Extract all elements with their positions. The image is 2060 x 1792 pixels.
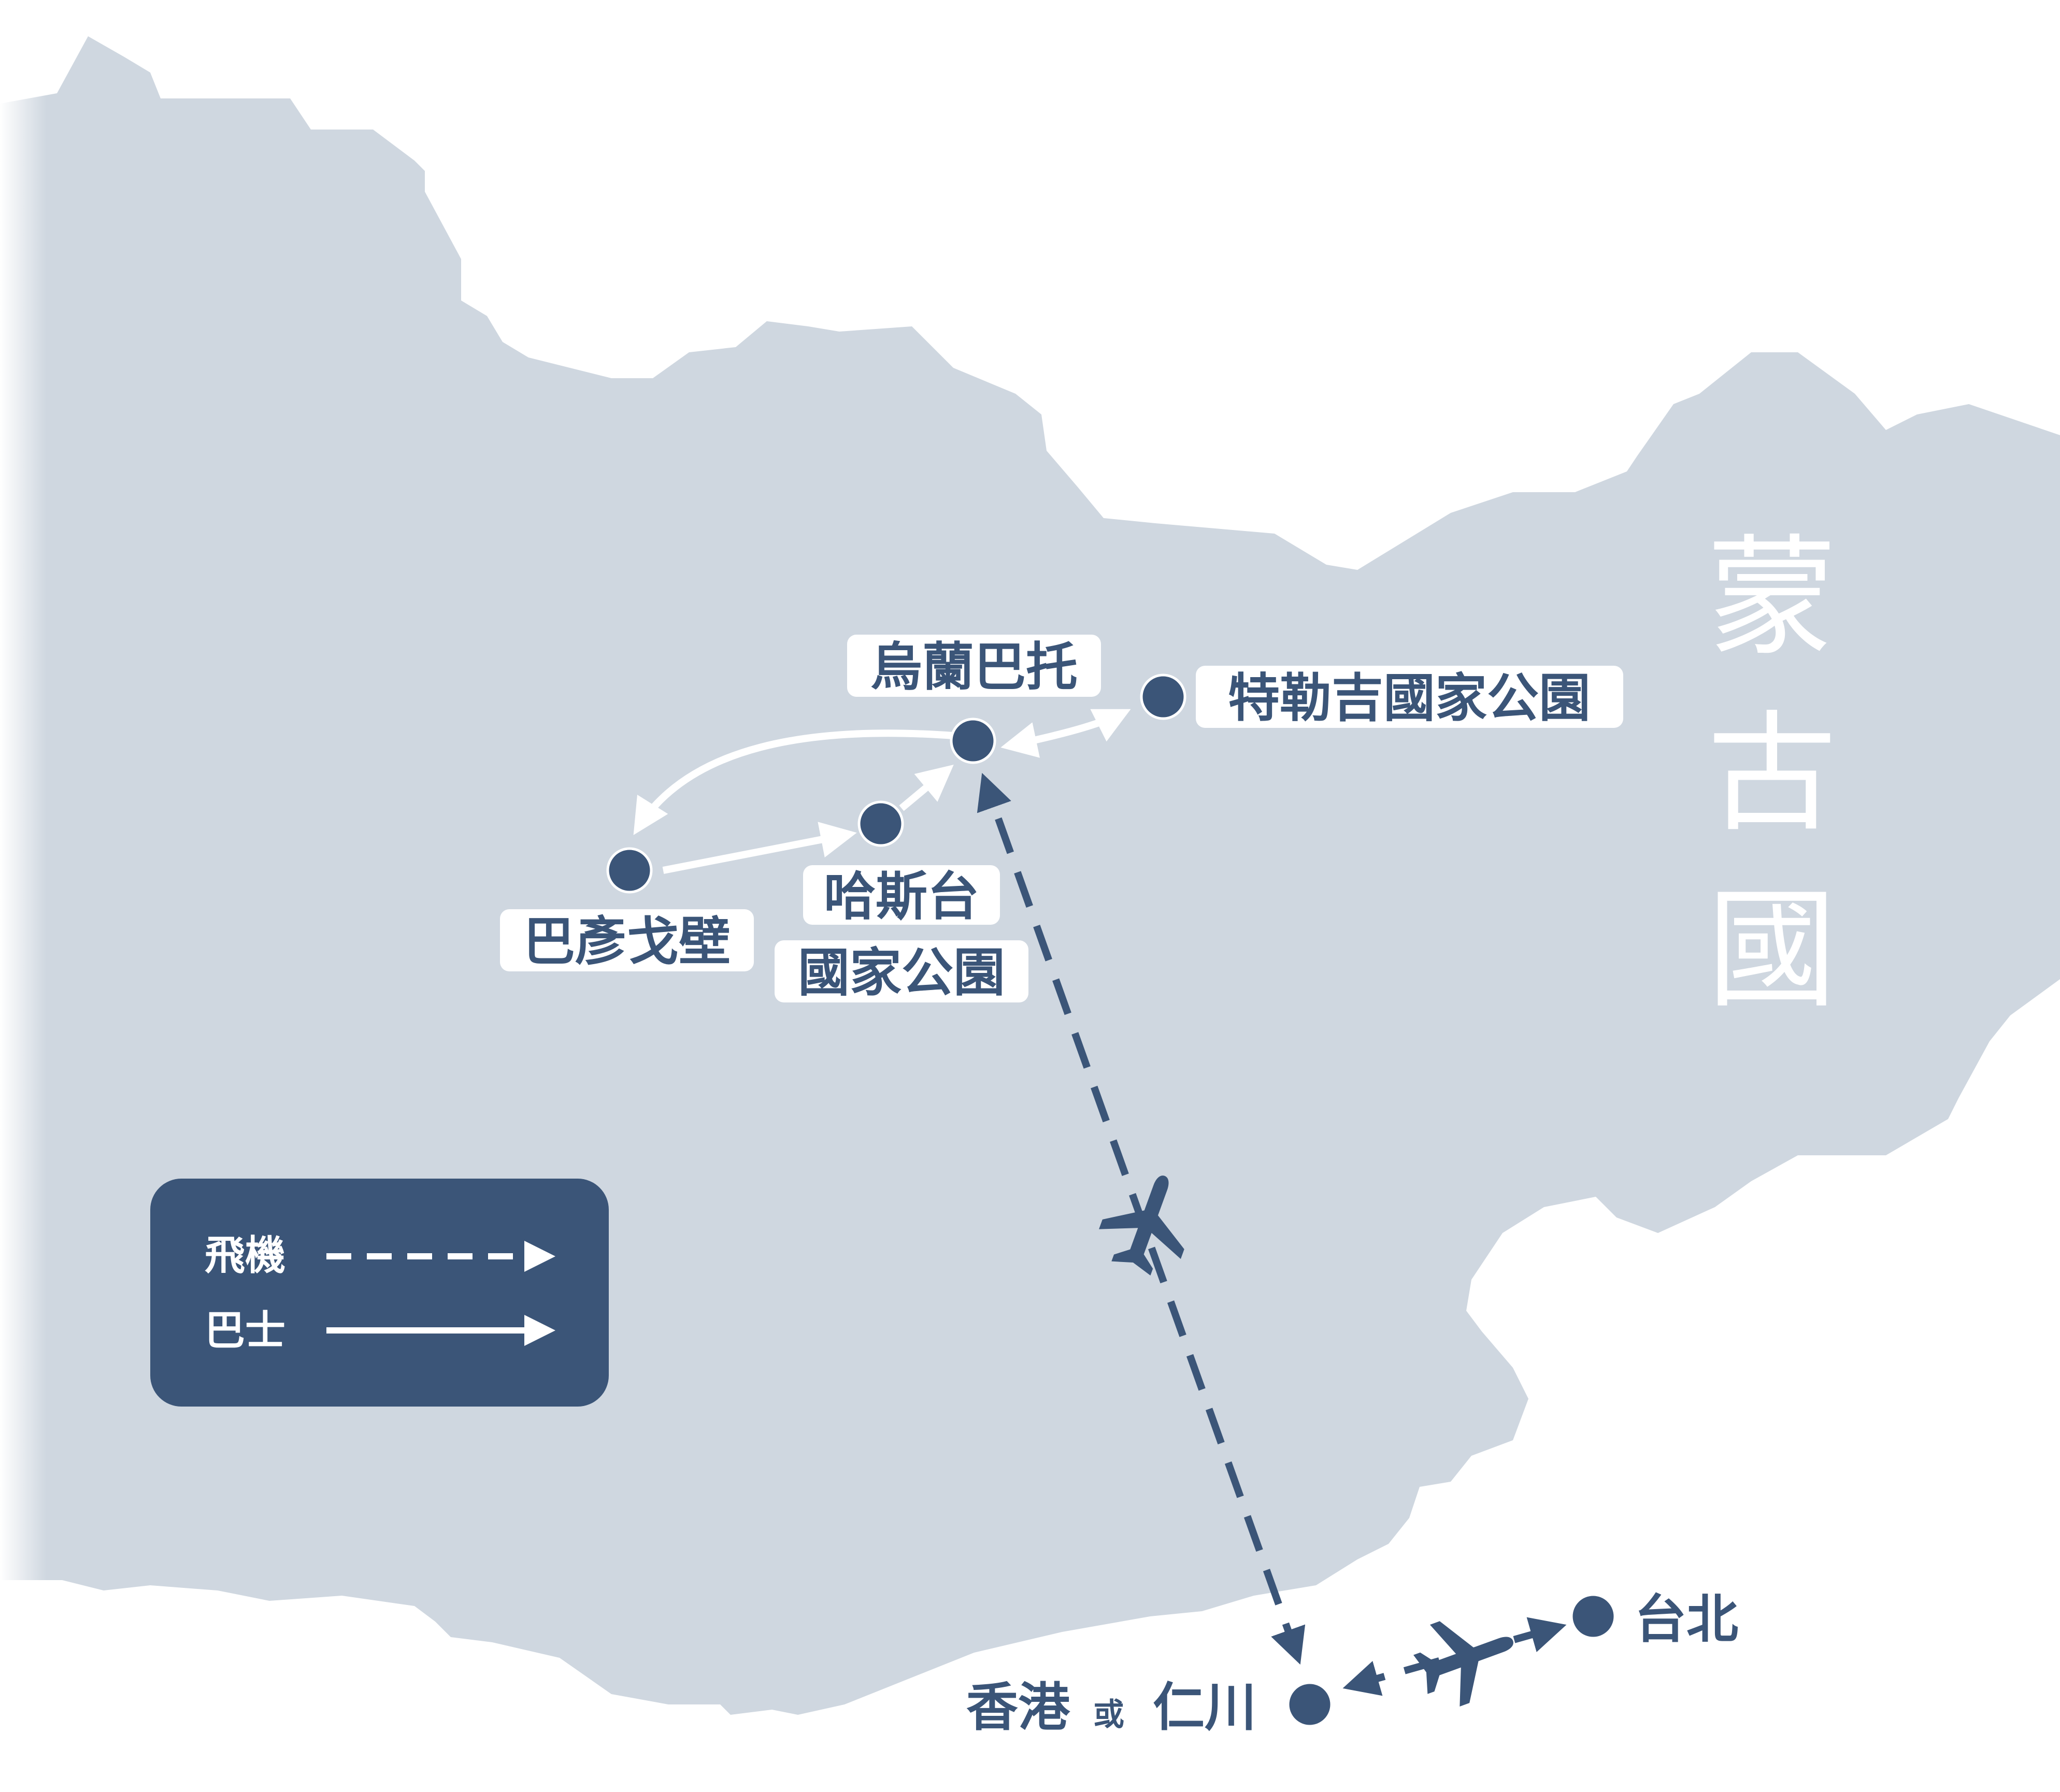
airplane-icon — [1405, 1600, 1528, 1716]
marker-bayangobi[interactable] — [606, 847, 653, 894]
label-bg-terelj — [1196, 666, 1623, 728]
bus-route-hustai-ulaanbaatar — [899, 765, 954, 811]
marker-terelj[interactable] — [1140, 673, 1186, 720]
label-bayangobi: 巴彥戈壁 — [523, 911, 731, 972]
legend: 飛機 巴士 — [150, 1179, 609, 1407]
bus-route-ulaanbaatar-terelj — [1000, 709, 1131, 758]
label-hustai-line2: 國家公園 — [798, 942, 1005, 1003]
label-ulaanbaatar: 烏蘭巴托 — [870, 637, 1078, 697]
bus-route-ulaanbaatar-bayangobi — [633, 729, 954, 835]
label-terelj: 特勒吉國家公園 — [1228, 668, 1591, 728]
label-bg-hustai-1 — [803, 865, 1000, 925]
label-hongkong: 香港 — [966, 1677, 1070, 1738]
label-bg-hustai-2 — [775, 940, 1028, 1002]
legend-box — [150, 1179, 609, 1407]
country-label-char-2: 古 — [1707, 698, 1837, 849]
marker-hongkong-incheon[interactable] — [1286, 1681, 1333, 1728]
map-left-fade — [0, 0, 47, 1792]
label-bg-bayangobi — [500, 909, 754, 971]
legend-flight-label: 飛機 — [205, 1232, 285, 1279]
country-label-char-3: 國 — [1707, 875, 1837, 1025]
country-label-char-1: 蒙 — [1707, 522, 1837, 673]
bus-route-bayangobi-hustai — [662, 822, 857, 874]
legend-bus-label: 巴士 — [205, 1308, 285, 1354]
marker-taipei[interactable] — [1570, 1593, 1616, 1640]
label-incheon: 仁川 — [1153, 1677, 1256, 1738]
label-or: 或 — [1093, 1697, 1124, 1733]
label-bg-ulaanbaatar — [847, 635, 1101, 697]
marker-hustai[interactable] — [857, 800, 904, 847]
label-hustai-line1: 哈斯台 — [824, 866, 979, 927]
flight-route-hk-taipei — [1342, 1617, 1567, 1696]
label-taipei: 台北 — [1635, 1589, 1738, 1650]
marker-ulaanbaatar[interactable] — [950, 718, 996, 764]
